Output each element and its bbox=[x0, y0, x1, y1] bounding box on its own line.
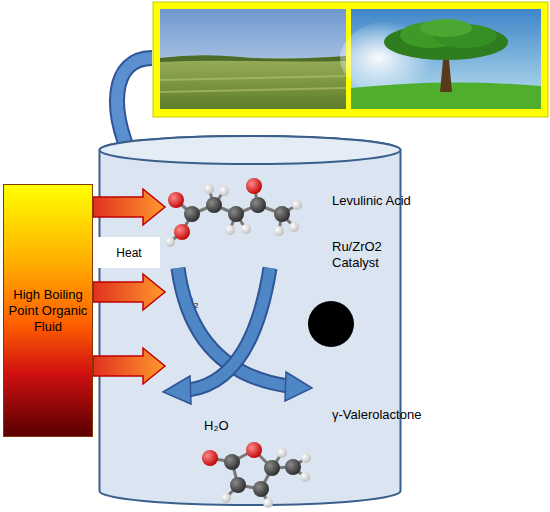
reactant-label: Levulinic Acid bbox=[332, 193, 442, 209]
reactor-vessel: Levulinic AcidRu/ZrO2 CatalystH₂H₂Oγ-Val… bbox=[98, 135, 402, 507]
field-photo bbox=[160, 9, 346, 109]
fluid-label: High Boiling Point Organic Fluid bbox=[8, 287, 88, 335]
heat-arrow bbox=[93, 348, 165, 384]
water-label: H₂O bbox=[204, 418, 254, 434]
catalyst-label: Ru/ZrO2 Catalyst bbox=[332, 239, 404, 271]
heat-label-box: Heat bbox=[98, 237, 160, 268]
hydrogen-label: H₂ bbox=[184, 295, 224, 311]
heat-source-box: High Boiling Point Organic Fluid bbox=[3, 184, 93, 437]
tree-photo bbox=[340, 9, 541, 109]
cycle-arrows bbox=[163, 268, 312, 404]
heat-arrow bbox=[93, 274, 165, 310]
levulinic-acid-molecule bbox=[165, 178, 302, 247]
heat-arrow bbox=[93, 189, 165, 225]
cylinder-body bbox=[100, 136, 401, 505]
photo-frame bbox=[153, 2, 548, 117]
cylinder-outline bbox=[98, 135, 402, 507]
valerolactone-molecule bbox=[202, 442, 311, 508]
product-label: γ-Valerolactone bbox=[332, 407, 442, 423]
heat-label: Heat bbox=[116, 245, 141, 261]
cylinder-top bbox=[100, 136, 401, 164]
catalyst-particle bbox=[308, 301, 354, 347]
